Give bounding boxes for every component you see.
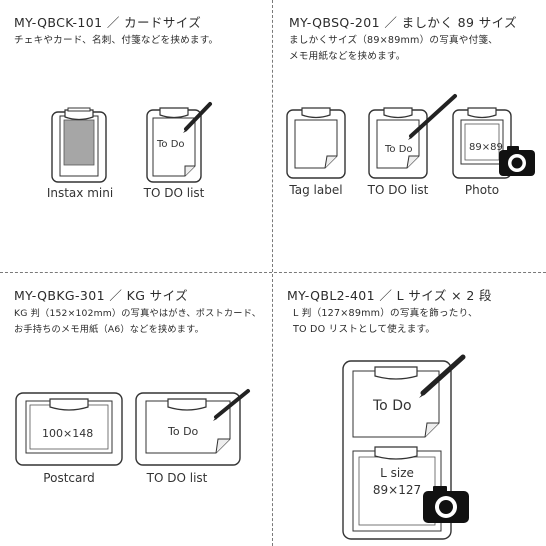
section-description-line-1: ましかくサイズ（89×89mm）の写真や付箋、	[289, 35, 498, 46]
pen-icon	[183, 102, 212, 133]
caption-postcard: Postcard	[43, 471, 95, 485]
caption-todo-list: TO DO list	[146, 471, 208, 485]
photo-label-text: L size	[380, 466, 414, 480]
section-title: MY-QBSQ-201 ／ ましかく 89 サイズ	[289, 15, 518, 30]
section-title: MY-QBKG-301 ／ KG サイズ	[14, 288, 189, 303]
qbl2-illustration: To Do L size 89×127	[342, 354, 469, 540]
tag-label-clipboard	[286, 107, 346, 179]
pen-icon	[213, 389, 250, 421]
section-qbkg: MY-QBKG-301 ／ KG サイズ KG 判（152×102mm）の写真や…	[0, 273, 273, 546]
photo-size-text: 89×89	[469, 142, 503, 153]
todo-clipboard: To Do	[146, 102, 212, 183]
section-description-line-2: メモ用紙などを挟めます。	[289, 51, 406, 62]
horizontal-divider	[0, 272, 546, 273]
vertical-divider	[272, 0, 273, 546]
photo-size-text: 89×127	[373, 483, 421, 497]
instax-mini-clipboard	[51, 107, 107, 183]
todo-note-text: To Do	[156, 139, 185, 150]
todo-note-text: To Do	[384, 144, 413, 155]
qbsq-illustration: To Do 89×89	[286, 94, 535, 179]
caption-photo: Photo	[464, 183, 500, 197]
section-qbck: MY-QBCK-101 ／ カードサイズ チェキやカード、名刺、付箋などを挟めま…	[0, 0, 273, 273]
section-description: チェキやカード、名刺、付箋などを挟めます。	[14, 35, 219, 46]
camera-icon	[423, 486, 469, 523]
section-description-line-1: L 判（127×89mm）の写真を飾ったり、	[293, 308, 478, 319]
qbkg-illustration: 100×148 To Do	[15, 389, 250, 466]
caption-instax-mini: Instax mini	[46, 186, 114, 200]
todo-clipboard: To Do	[368, 94, 457, 179]
pen-icon	[419, 354, 466, 398]
section-qbl2: MY-QBL2-401 ／ L サイズ × 2 段 L 判（127×89mm）の…	[273, 273, 546, 546]
caption-todo-list: TO DO list	[367, 183, 429, 197]
camera-icon	[499, 146, 535, 176]
todo-clipboard: To Do	[135, 389, 250, 466]
postcard-clipboard: 100×148	[15, 392, 123, 466]
section-description-line-2: お手持ちのメモ用紙（A6）などを挟めます。	[14, 324, 204, 335]
section-description-line-2: TO DO リストとして使えます。	[293, 324, 436, 335]
pen-icon	[408, 94, 457, 140]
section-qbsq: MY-QBSQ-201 ／ ましかく 89 サイズ ましかくサイズ（89×89m…	[273, 0, 546, 273]
caption-tag-label: Tag label	[289, 183, 343, 197]
section-title: MY-QBCK-101 ／ カードサイズ	[14, 15, 202, 30]
todo-note-text: To Do	[167, 425, 199, 438]
postcard-size-text: 100×148	[42, 427, 93, 440]
section-description-line-1: KG 判（152×102mm）の写真やはがき、ポストカード、	[14, 308, 262, 319]
photo-clipboard: 89×89	[452, 107, 512, 179]
qbck-illustration: To Do	[51, 102, 212, 183]
caption-todo-list: TO DO list	[143, 186, 205, 200]
todo-note-text: To Do	[372, 398, 412, 414]
section-title: MY-QBL2-401 ／ L サイズ × 2 段	[287, 288, 492, 303]
